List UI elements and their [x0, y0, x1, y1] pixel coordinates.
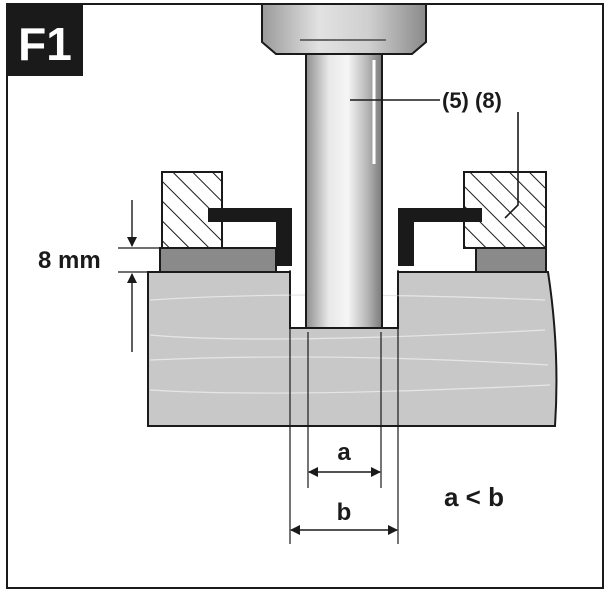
dimension-a-label: a: [337, 439, 351, 466]
template-guide-right: [398, 208, 482, 266]
figure-badge: F1: [7, 4, 83, 76]
figure-badge-text: F1: [18, 18, 72, 70]
depth-label: 8 mm: [38, 247, 101, 274]
part-label: (5) (8): [442, 88, 502, 113]
dimension-b-label: b: [337, 499, 352, 526]
leader-line-body: [504, 112, 519, 219]
router-bit: [305, 53, 383, 329]
wood-grain: [149, 294, 551, 394]
collet-nut: [261, 3, 427, 55]
base-plate-left: [159, 247, 277, 273]
base-plate-right: [475, 247, 547, 273]
template-guide-left: [208, 208, 292, 266]
depth-dimension: [118, 200, 160, 352]
relation-label: a < b: [444, 482, 504, 512]
extension-lines: [289, 270, 399, 544]
